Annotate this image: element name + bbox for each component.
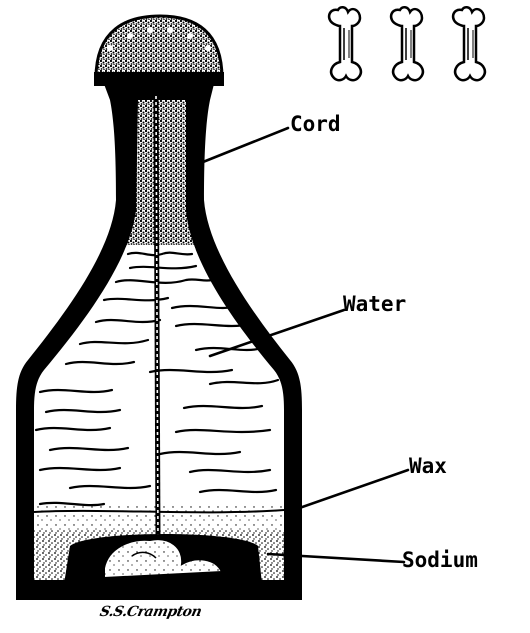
- cord-label: Cord: [290, 114, 341, 135]
- sodium-lump: [64, 534, 262, 584]
- bone-icon: [453, 7, 485, 80]
- cord-leader: [198, 128, 288, 164]
- wax-label: Wax: [409, 456, 447, 477]
- bone-icon: [391, 7, 423, 80]
- sodium-label: Sodium: [402, 550, 478, 571]
- stopper: [94, 16, 224, 86]
- artist-signature: S.S.Crampton: [98, 604, 203, 620]
- bone-icon: [329, 7, 361, 80]
- water-label: Water: [343, 294, 406, 315]
- wax-leader: [288, 470, 408, 512]
- cord: [156, 96, 158, 540]
